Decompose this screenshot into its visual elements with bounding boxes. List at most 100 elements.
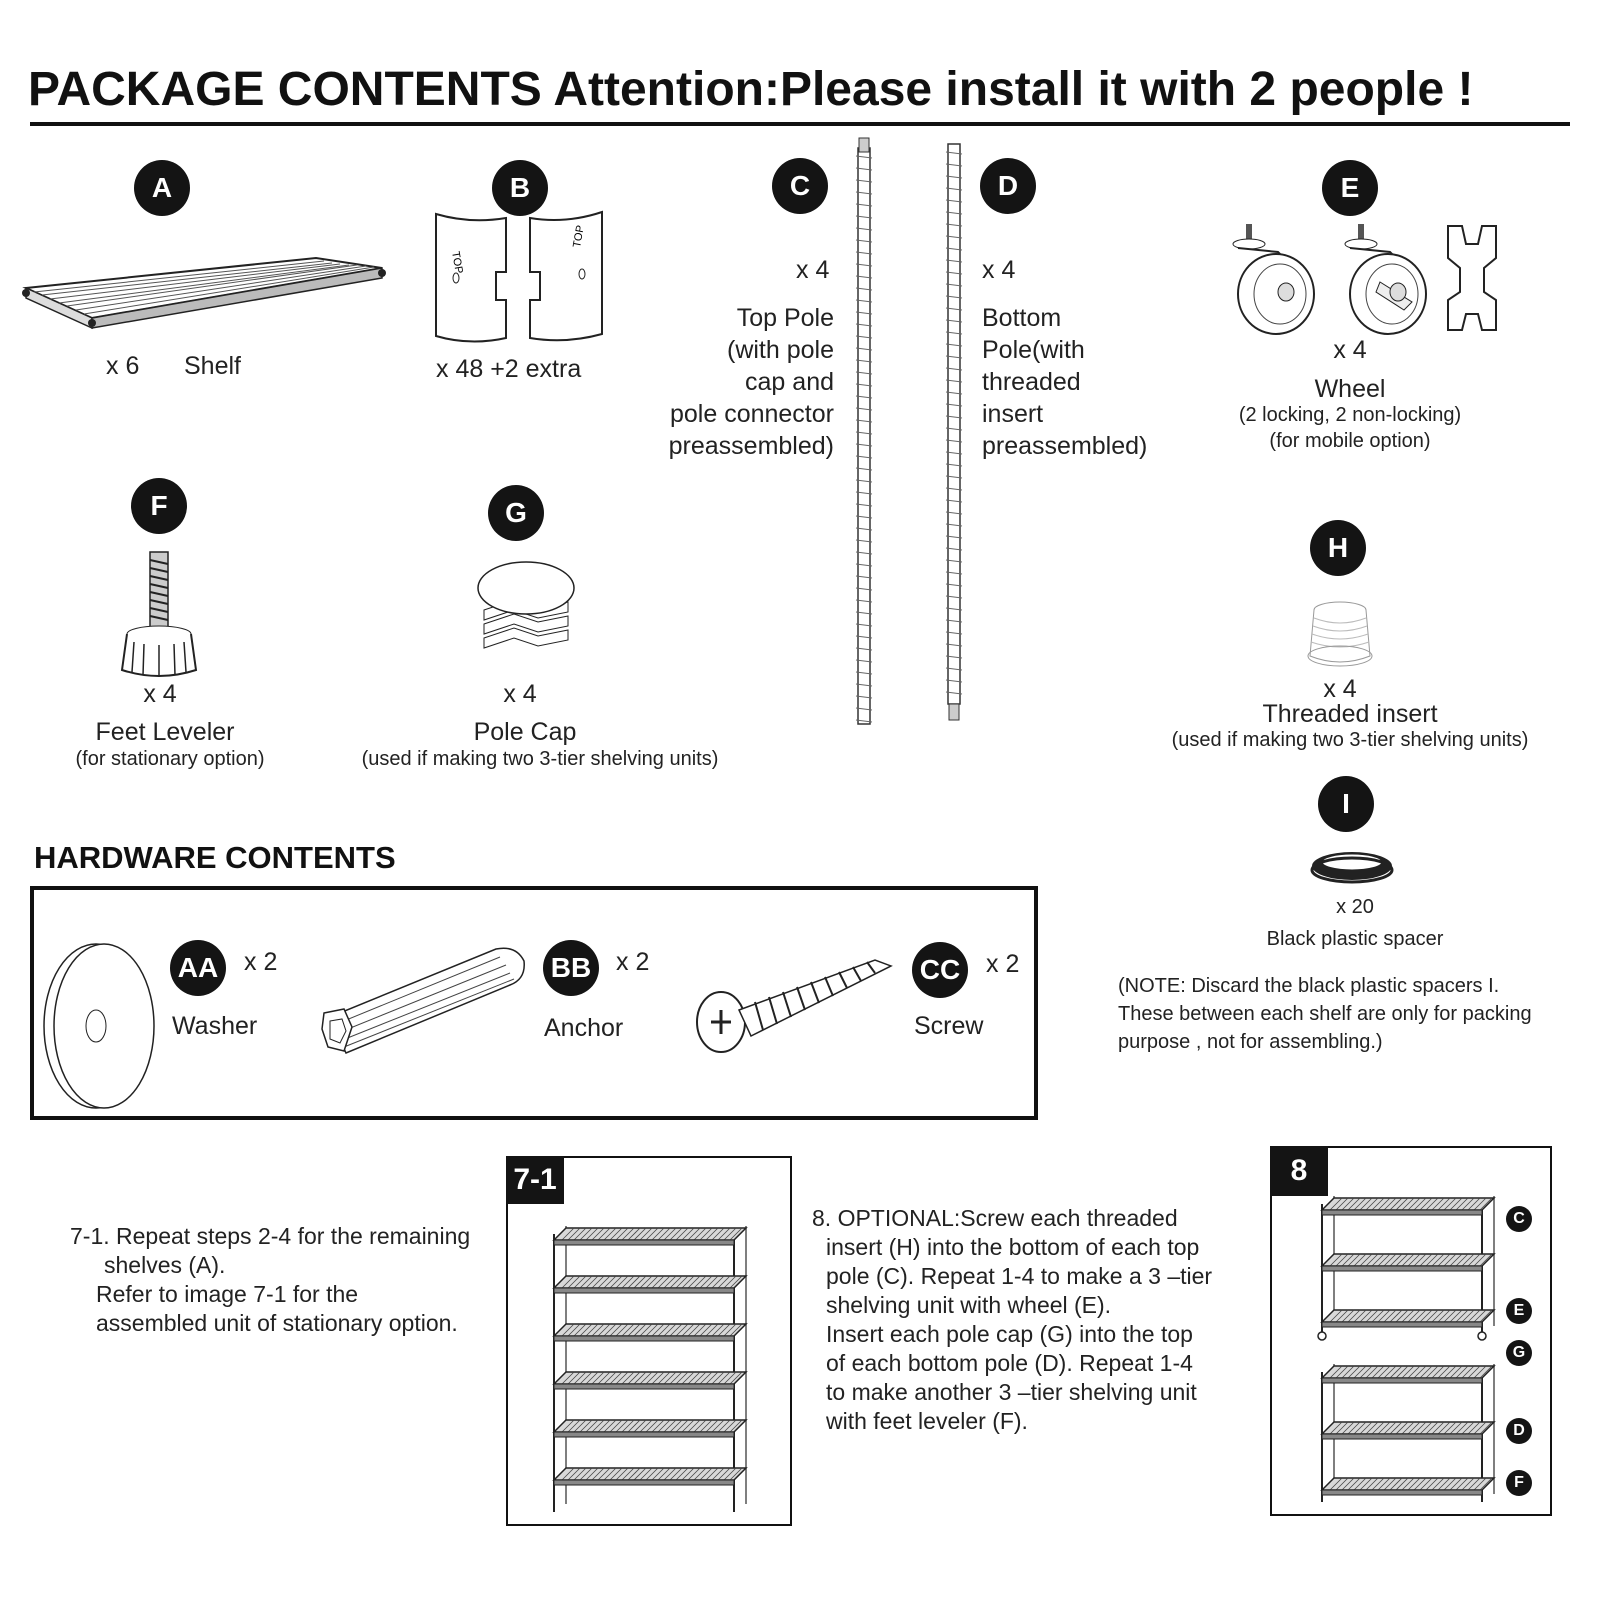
part-i-qty: x 20 bbox=[1336, 896, 1374, 918]
stationary-three-tier-shelving-illustration bbox=[1320, 1364, 1496, 1502]
part-d-badge: D bbox=[980, 158, 1036, 214]
screw-code-badge: CC bbox=[912, 942, 968, 998]
part-e-note-locking: (2 locking, 2 non-locking) bbox=[1238, 404, 1462, 426]
part-i-badge: I bbox=[1318, 776, 1374, 832]
part-c-description: Top Pole (with pole cap and pole connect… bbox=[620, 302, 834, 462]
step-7-1-line: Refer to image 7-1 for the bbox=[96, 1281, 359, 1307]
wrench-icon bbox=[1447, 225, 1497, 331]
hardware-box bbox=[30, 886, 1038, 1120]
spacer-note-line: purpose , not for assembling.) bbox=[1118, 1031, 1383, 1053]
part-c-line: pole connector bbox=[669, 400, 834, 428]
part-d-line: Bottom bbox=[982, 304, 1062, 332]
part-h-name: Threaded insert bbox=[1262, 700, 1438, 728]
part-c-line: cap and bbox=[745, 368, 834, 396]
top-pole-icon bbox=[855, 137, 873, 725]
anchor-name: Anchor bbox=[544, 1014, 624, 1042]
callout-g: G bbox=[1506, 1340, 1532, 1366]
shelf-clip-icon: TOP TOP bbox=[435, 210, 603, 343]
part-f-name: Feet Leveler bbox=[95, 718, 235, 746]
washer-icon bbox=[43, 943, 155, 1109]
part-e-qty: x 4 bbox=[1333, 336, 1367, 364]
part-f-note: (for stationary option) bbox=[75, 748, 265, 770]
part-e-name: Wheel bbox=[1314, 375, 1386, 403]
spacer-note-line: These between each shelf are only for pa… bbox=[1118, 1003, 1532, 1025]
part-h-note: (used if making two 3-tier shelving unit… bbox=[1171, 729, 1529, 751]
step-8-line: shelving unit with wheel (E). bbox=[826, 1292, 1112, 1318]
callout-d: D bbox=[1506, 1418, 1532, 1444]
screw-qty: x 2 bbox=[986, 950, 1020, 978]
part-c-qty: x 4 bbox=[796, 256, 830, 284]
part-b-badge: B bbox=[492, 160, 548, 216]
washer-name: Washer bbox=[172, 1012, 258, 1040]
step-8-line: Insert each pole cap (G) into the top bbox=[826, 1321, 1193, 1347]
part-c-line: (with pole bbox=[727, 336, 834, 364]
step-8-label: 8 bbox=[1270, 1146, 1328, 1196]
washer-qty: x 2 bbox=[244, 948, 278, 976]
callout-e: E bbox=[1506, 1298, 1532, 1324]
part-c-line: Top Pole bbox=[736, 304, 834, 332]
step-7-1-label: 7-1 bbox=[506, 1156, 564, 1204]
feet-leveler-icon bbox=[120, 551, 198, 677]
step-7-1-line: shelves (A). bbox=[104, 1252, 226, 1278]
part-d-line: threaded bbox=[982, 368, 1081, 396]
part-i-name: Black plastic spacer bbox=[1266, 928, 1444, 950]
step-8-line: insert (H) into the bottom of each top bbox=[826, 1234, 1200, 1260]
callout-c: C bbox=[1506, 1206, 1532, 1232]
page-title: PACKAGE CONTENTS Attention:Please instal… bbox=[28, 63, 1474, 116]
title-underline bbox=[30, 122, 1570, 126]
part-a-badge: A bbox=[134, 160, 190, 216]
step-7-1-instructions: 7-1. Repeat steps 2-4 for the remaining … bbox=[70, 1222, 470, 1338]
spacer-note-line: (NOTE: Discard the black plastic spacers… bbox=[1118, 975, 1500, 997]
part-f-badge: F bbox=[131, 478, 187, 534]
part-h-qty: x 4 bbox=[1323, 675, 1357, 703]
screw-name: Screw bbox=[914, 1012, 984, 1040]
step-8-line: pole (C). Repeat 1-4 to make a 3 –tier bbox=[826, 1263, 1213, 1289]
screw-icon bbox=[696, 959, 893, 1053]
part-h-badge: H bbox=[1310, 520, 1366, 576]
part-a-name: Shelf bbox=[184, 352, 241, 380]
part-g-badge: G bbox=[488, 485, 544, 541]
part-f-qty: x 4 bbox=[143, 680, 177, 708]
svg-text:TOP: TOP bbox=[449, 250, 465, 274]
step-8-line: 8. OPTIONAL:Screw each threaded bbox=[812, 1205, 1178, 1231]
mobile-three-tier-shelving-illustration bbox=[1317, 1196, 1496, 1341]
washer-code-badge: AA bbox=[170, 940, 226, 996]
part-a-qty: x 6 bbox=[106, 352, 140, 380]
step-8-instructions: 8. OPTIONAL:Screw each threaded insert (… bbox=[812, 1204, 1212, 1436]
part-d-line: Pole(with bbox=[982, 336, 1085, 364]
anchor-code-badge: BB bbox=[543, 940, 599, 996]
step-8-figure: 8 C E G D F bbox=[1270, 1146, 1552, 1516]
part-d-line: preassembled) bbox=[982, 432, 1148, 460]
step-8-line: of each bottom pole (D). Repeat 1-4 bbox=[826, 1350, 1193, 1376]
bottom-pole-icon bbox=[945, 143, 963, 721]
step-8-line: with feet leveler (F). bbox=[826, 1408, 1028, 1434]
part-g-name: Pole Cap bbox=[473, 718, 577, 746]
step-7-1-line: assembled unit of stationary option. bbox=[96, 1310, 458, 1336]
anchor-qty: x 2 bbox=[616, 948, 650, 976]
part-e-note-mobile: (for mobile option) bbox=[1269, 430, 1431, 452]
caster-wheel-icon bbox=[1232, 224, 1315, 335]
step-7-1-figure: 7-1 bbox=[506, 1156, 792, 1526]
part-g-qty: x 4 bbox=[503, 680, 537, 708]
spacer-note: (NOTE: Discard the black plastic spacers… bbox=[1118, 972, 1532, 1056]
shelf-illustration bbox=[22, 256, 386, 330]
step-8-line: to make another 3 –tier shelving unit bbox=[826, 1379, 1197, 1405]
anchor-icon bbox=[321, 947, 525, 1054]
part-g-note: (used if making two 3-tier shelving unit… bbox=[361, 748, 719, 770]
part-c-badge: C bbox=[772, 158, 828, 214]
part-d-qty: x 4 bbox=[982, 256, 1016, 284]
part-c-line: preassembled) bbox=[668, 432, 834, 460]
step-7-1-line: 7-1. Repeat steps 2-4 for the remaining bbox=[70, 1223, 471, 1249]
threaded-insert-icon bbox=[1307, 601, 1373, 667]
part-b-qty: x 48 +2 extra bbox=[436, 355, 582, 383]
svg-text:TOP: TOP bbox=[571, 224, 587, 248]
part-e-badge: E bbox=[1322, 160, 1378, 216]
callout-f: F bbox=[1506, 1470, 1532, 1496]
plastic-spacer-icon bbox=[1310, 852, 1394, 884]
hardware-title: HARDWARE CONTENTS bbox=[34, 840, 396, 875]
pole-cap-icon bbox=[477, 561, 575, 649]
locking-caster-wheel-icon bbox=[1344, 224, 1427, 335]
part-d-description: Bottom Pole(with threaded insert preasse… bbox=[982, 302, 1147, 462]
six-tier-shelving-illustration bbox=[552, 1226, 748, 1512]
part-d-line: insert bbox=[982, 400, 1044, 428]
